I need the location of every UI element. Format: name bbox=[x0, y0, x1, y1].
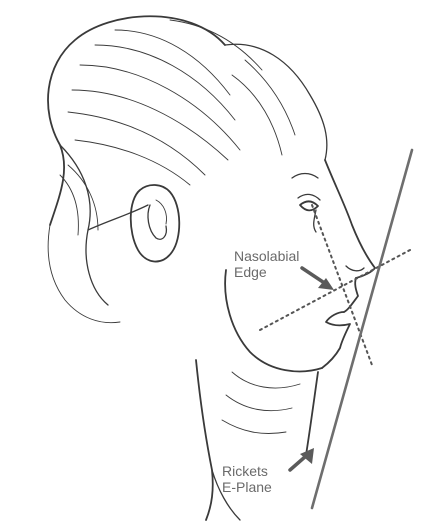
nasolabial-label-line2: Edge bbox=[234, 264, 299, 280]
nasolabial-arrow-icon bbox=[302, 268, 334, 290]
rickets-label-line2: E-Plane bbox=[222, 479, 272, 495]
nasolabial-reference-lines bbox=[260, 205, 410, 365]
e-plane-line bbox=[312, 150, 412, 508]
facial-features bbox=[292, 174, 364, 271]
ear bbox=[131, 185, 180, 262]
eplane-arrow-icon bbox=[290, 448, 314, 470]
nasolabial-label-line1: Nasolabial bbox=[234, 248, 299, 264]
nasolabial-edge-label: Nasolabial Edge bbox=[234, 248, 299, 280]
neck bbox=[196, 360, 318, 520]
rickets-label-line1: Rickets bbox=[222, 463, 272, 479]
rickets-eplane-label: Rickets E-Plane bbox=[222, 463, 272, 495]
